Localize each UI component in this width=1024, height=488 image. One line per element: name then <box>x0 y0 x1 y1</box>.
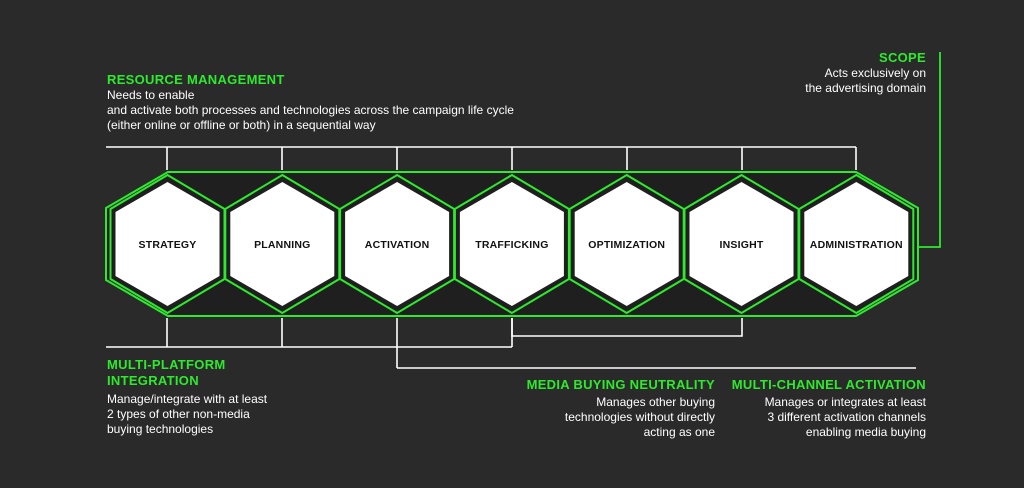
multi-platform-line-1: Manage/integrate with at least <box>107 392 268 406</box>
hex-label-insight: INSIGHT <box>720 239 764 251</box>
multi-channel-line-1: Manages or integrates at least <box>764 395 926 409</box>
hex-label-planning: PLANNING <box>254 239 310 251</box>
hex-administration <box>804 182 909 306</box>
multi-platform-line-3: buying technologies <box>107 422 214 436</box>
resource-management-title: RESOURCE MANAGEMENT <box>107 72 285 87</box>
media-buying-line-3: acting as one <box>643 425 715 439</box>
bottom-bracket-ticks <box>166 318 513 368</box>
media-buying-title: MEDIA BUYING NEUTRALITY <box>526 377 715 392</box>
multi-platform-title-1: MULTI-PLATFORM <box>107 357 226 372</box>
multi-channel-line-2: 3 different activation channels <box>767 410 926 424</box>
hex-activation <box>345 182 450 306</box>
hex-strategy <box>115 182 220 306</box>
hex-group: STRATEGY PLANNING ACTIVATION TRAFFICKING OPT… <box>109 173 915 315</box>
hex-label-optimization: OPTIMIZATION <box>588 239 665 251</box>
scope-line-2: the advertising domain <box>805 81 926 95</box>
multi-channel-bracket <box>511 318 743 337</box>
hex-planning <box>230 182 335 306</box>
media-buying-line-2: technologies without directly <box>564 410 715 424</box>
scope-block: SCOPE Acts exclusively on the advertisin… <box>805 50 926 96</box>
hex-trafficking <box>459 182 564 306</box>
multi-platform-block: MULTI-PLATFORM INTEGRATION Manage/integr… <box>107 357 267 437</box>
hex-label-activation: ACTIVATION <box>365 239 430 251</box>
multi-channel-title: MULTI-CHANNEL ACTIVATION <box>731 377 926 392</box>
media-buying-line-1: Manages other buying <box>596 395 715 409</box>
resource-management-line-3: (either online or offline or both) in a … <box>107 118 376 132</box>
scope-connector <box>916 52 941 248</box>
multi-platform-title-2: INTEGRATION <box>107 373 199 388</box>
scope-title: SCOPE <box>878 50 926 65</box>
hex-optimization <box>574 182 679 306</box>
hex-label-strategy: STRATEGY <box>139 239 197 251</box>
media-buying-block: MEDIA BUYING NEUTRALITY Manages other bu… <box>527 377 715 440</box>
multi-channel-block: MULTI-CHANNEL ACTIVATION Manages or inte… <box>732 377 926 440</box>
multi-platform-line-2: 2 types of other non-media <box>107 407 250 421</box>
multi-channel-line-3: enabling media buying <box>805 425 926 439</box>
hex-label-trafficking: TRAFFICKING <box>475 239 548 251</box>
resource-management-line-1: Needs to enable <box>107 88 195 102</box>
resource-management-block: RESOURCE MANAGEMENT Needs to enable and … <box>107 72 514 133</box>
hex-insight <box>689 182 794 306</box>
scope-line-1: Acts exclusively on <box>824 66 926 80</box>
resource-management-line-2: and activate both processes and technolo… <box>107 103 514 117</box>
connector-lines <box>106 146 916 369</box>
top-bracket-ticks <box>166 147 857 170</box>
hex-label-administration: ADMINISTRATION <box>810 239 903 251</box>
